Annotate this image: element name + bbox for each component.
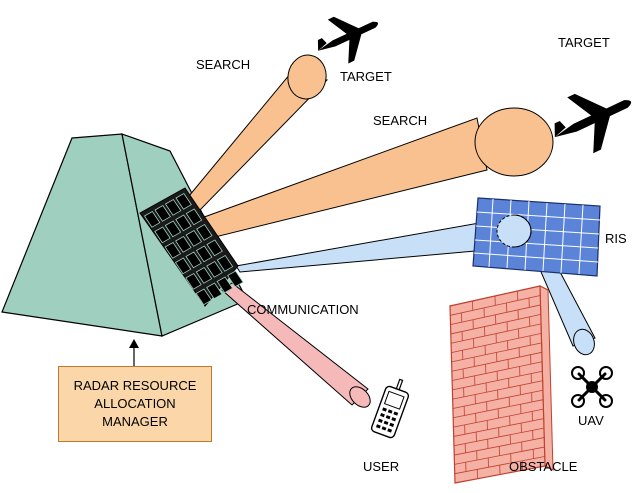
antenna-array (139, 187, 244, 307)
mobile-phone-icon (370, 378, 410, 439)
antenna-element (216, 276, 234, 294)
antenna-element (164, 220, 182, 238)
antenna-element (195, 266, 213, 284)
antenna-element (216, 254, 234, 272)
manager-arrow (129, 339, 139, 366)
search-beam-2 (195, 107, 554, 239)
antenna-element (227, 270, 244, 288)
antenna-element (206, 260, 223, 278)
antenna-element (175, 192, 192, 210)
antenna-element (164, 198, 182, 216)
antenna-element (164, 241, 182, 259)
antenna-element (195, 288, 213, 306)
antenna-element (206, 282, 223, 300)
antenna-element (174, 257, 192, 275)
drone-icon (571, 366, 613, 408)
antenna-element (195, 245, 213, 263)
manager-line-1: RADAR RESOURCE (73, 378, 197, 393)
label-communication: COMMUNICATION (247, 302, 359, 317)
antenna-element (196, 223, 213, 241)
label-search-2: SEARCH (373, 113, 427, 128)
label-search-1: SEARCH (196, 57, 250, 72)
label-obstacle: OBSTACLE (509, 459, 578, 474)
antenna-element (175, 214, 192, 232)
user-beam (221, 282, 371, 408)
antenna-element (185, 229, 203, 247)
ris-panel (472, 197, 601, 277)
antenna-element (154, 204, 171, 222)
label-ris: RIS (605, 231, 627, 246)
label-user: USER (363, 459, 399, 474)
airplane-icon (554, 93, 632, 154)
obstacle-brick-wall (448, 285, 554, 484)
label-target-1: TARGET (340, 69, 392, 84)
manager-line-2: ALLOCATION (94, 396, 176, 411)
label-uav: UAV (578, 413, 604, 428)
antenna-element (143, 210, 161, 228)
radar-resource-allocation-manager-box: RADAR RESOURCE ALLOCATION MANAGER (58, 366, 212, 442)
antenna-element (185, 208, 203, 226)
antenna-element (175, 235, 192, 253)
antenna-element (154, 226, 171, 244)
antenna-element (206, 239, 223, 257)
antenna-element (185, 272, 202, 290)
label-target-2: TARGET (558, 35, 610, 50)
manager-line-3: MANAGER (102, 414, 168, 429)
airplane-icon (317, 16, 379, 64)
ris-incident-spot (496, 214, 532, 248)
antenna-element (185, 251, 202, 269)
search-beam-1 (183, 54, 329, 212)
